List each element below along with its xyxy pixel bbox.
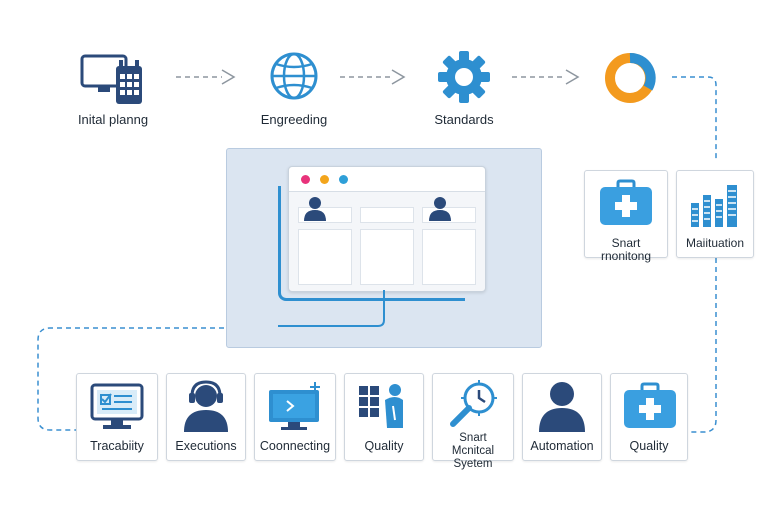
window-titlebar [289, 167, 485, 192]
medical-briefcase-icon [624, 382, 676, 428]
bottom-card-label: Quality [629, 439, 669, 453]
step-donut-chart [602, 52, 658, 108]
bottom-card-smart-monitoring-system[interactable]: Snart Mcnitcal Syetem [432, 373, 514, 470]
step-initial-planning [78, 50, 148, 110]
window-header-cell [360, 207, 414, 223]
user-icon [539, 382, 585, 432]
window-content-card [422, 229, 476, 285]
step-label-initial-planning: Inital planng [77, 112, 149, 127]
panel-connector [278, 290, 385, 327]
user-headset-icon [184, 380, 228, 432]
monitor-terminal-icon [269, 382, 320, 430]
window-dot-maximize[interactable] [339, 175, 348, 184]
window-dot-close[interactable] [301, 175, 310, 184]
globe-icon [270, 52, 318, 100]
step-engineering [266, 50, 324, 106]
user-icon [429, 197, 451, 221]
bar-chart-icon [691, 185, 737, 227]
medical-briefcase-icon [600, 179, 652, 225]
step-label-standards: Standards [434, 112, 494, 127]
bottom-card-label: Snart Mcnitcal Syetem [451, 432, 495, 470]
bottom-card-traceability[interactable]: Tracabiity [76, 373, 158, 461]
bottom-card-quality[interactable]: Quality [344, 373, 424, 461]
bottom-card-quality-2[interactable]: Quality [610, 373, 688, 461]
window-dot-minimize[interactable] [320, 175, 329, 184]
side-card-smart-monitoring[interactable]: Snart rnonitong [584, 170, 668, 263]
bottom-card-label: Executions [175, 439, 237, 453]
bottom-card-connecting[interactable]: Coonnecting [254, 373, 336, 461]
donut-chart-icon [605, 53, 656, 103]
monitor-calendar-icon [80, 54, 142, 104]
bottom-card-label: Tracabiity [90, 439, 144, 453]
step-label-engineering: Engreeding [260, 112, 328, 127]
bottom-card-label: Automation [530, 439, 594, 453]
bottom-card-label: Quality [364, 439, 404, 453]
window-mockup-frame [278, 186, 465, 301]
side-card-label: Snart rnonitong [600, 236, 652, 263]
grid-person-icon [359, 384, 403, 428]
bottom-card-label: Coonnecting [259, 439, 331, 453]
window-content-card [298, 229, 352, 285]
bottom-card-automation[interactable]: Automation [522, 373, 602, 461]
gear-icon [438, 51, 490, 103]
monitor-checklist-icon [90, 383, 144, 429]
side-card-maturation[interactable]: Maiituation [676, 170, 754, 258]
magnifier-clock-icon [450, 380, 497, 427]
bottom-card-executions[interactable]: Executions [166, 373, 246, 461]
step-standards [436, 50, 492, 106]
side-card-label: Maiituation [685, 236, 745, 250]
user-icon [304, 197, 326, 221]
window-mockup [288, 166, 486, 292]
window-content-card [360, 229, 414, 285]
